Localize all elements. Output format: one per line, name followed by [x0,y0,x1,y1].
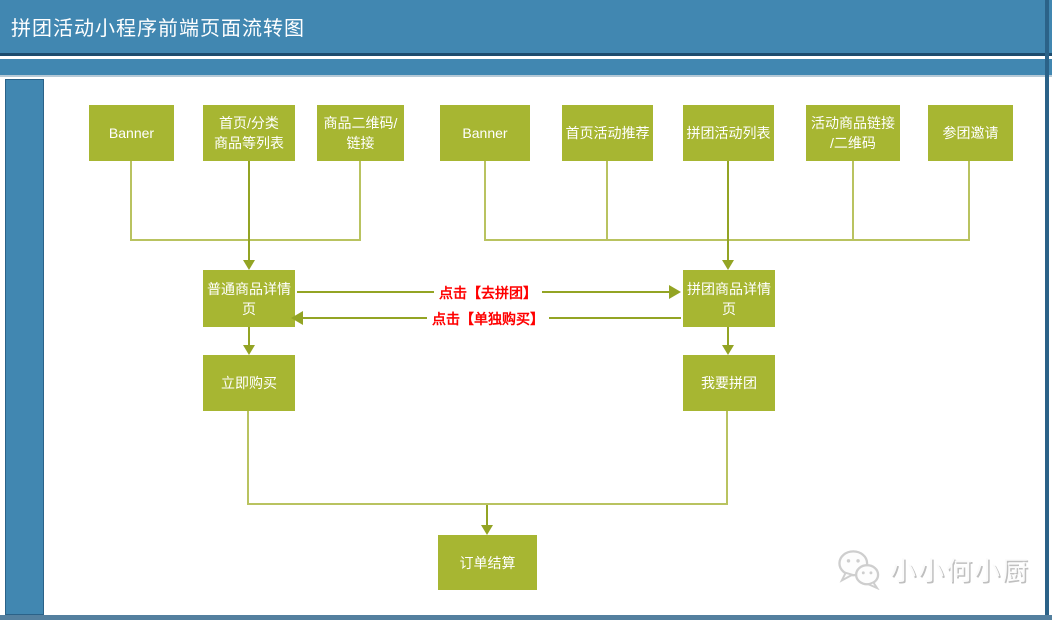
right-border [1045,0,1049,620]
node-join-group-invite: 参团邀请 [928,105,1013,161]
left-sidebar-strip [5,79,44,615]
node-buy-now: 立即购买 [203,355,295,411]
arrowhead-right-icon [669,285,681,299]
flow-line [247,411,249,505]
node-home-activity-recommend: 首页活动推荐 [562,105,653,161]
flow-line [359,161,361,240]
arrowhead-down-icon [722,260,734,270]
arrowhead-down-icon [481,525,493,535]
bottom-border [0,615,1052,620]
node-normal-product-detail: 普通商品详情 页 [203,270,295,327]
node-order-settlement: 订单结算 [438,535,537,590]
watermark-text: 小小何小厨 [890,555,1031,586]
node-banner-left: Banner [89,105,174,161]
title-bar: 拼团活动小程序前端页面流转图 [0,0,1052,56]
arrowhead-down-icon [243,260,255,270]
arrowhead-left-icon [291,311,303,325]
flow-line [727,161,729,260]
node-group-product-detail: 拼团商品详情 页 [683,270,775,327]
flow-line [606,161,608,240]
flow-line [727,327,729,345]
flow-line [486,505,488,525]
node-product-qrcode-link: 商品二维码/ 链接 [317,105,404,161]
page-title: 拼团活动小程序前端页面流转图 [11,18,305,40]
wechat-logo-icon [838,550,880,590]
flow-line [247,503,728,505]
watermark: 小小何小厨 [836,548,1030,590]
node-banner-right: Banner [440,105,530,161]
edge-label-buy-alone: 点击【单独购买】 [427,309,549,329]
edge-label-go-group: 点击【去拼团】 [434,283,542,303]
node-home-category-list: 首页/分类 商品等列表 [203,105,295,161]
node-group-activity-list: 拼团活动列表 [683,105,774,161]
flow-line [248,161,250,260]
flow-line [484,161,486,240]
flow-line [968,161,970,240]
node-want-group: 我要拼团 [683,355,775,411]
flow-line [726,411,728,505]
flow-line [130,161,132,240]
arrowhead-down-icon [243,345,255,355]
flow-line [248,327,250,345]
flow-line [852,161,854,240]
node-activity-product-link: 活动商品链接 /二维码 [806,105,900,161]
arrowhead-down-icon [722,345,734,355]
flow-line [130,239,361,241]
sub-header-bar [0,59,1052,77]
